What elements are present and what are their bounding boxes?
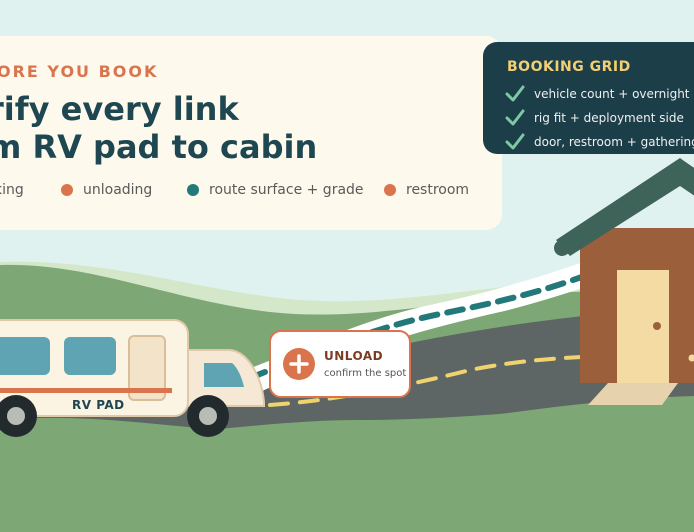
legend-label: unloading <box>83 182 153 198</box>
booking-grid-list: vehicle count + overnight s rig fit + de… <box>505 82 694 154</box>
cabin <box>554 158 694 405</box>
front-hill <box>0 396 694 532</box>
eyebrow-text: ORE YOU BOOK <box>0 62 159 81</box>
door-knob <box>653 322 661 330</box>
booking-grid-item-label: door, restroom + gathering <box>534 135 694 149</box>
legend-dot-icon <box>187 184 199 196</box>
road-dashes <box>268 354 602 407</box>
booking-grid-item-label: vehicle count + overnight s <box>534 87 694 101</box>
headline-line-1: rify every link <box>0 90 239 128</box>
cabin-marker <box>688 354 694 362</box>
legend-label: route surface + grade <box>209 182 364 198</box>
rv-hub-rear <box>7 407 25 425</box>
legend-label: king <box>0 182 24 198</box>
headline: rify every link m RV pad to cabin <box>0 90 317 166</box>
legend-item-route: route surface + grade <box>187 182 364 198</box>
hero-card <box>0 36 502 230</box>
list-item: vehicle count + overnight s <box>505 82 694 106</box>
legend-dot-icon <box>384 184 396 196</box>
list-item: rig fit + deployment side <box>505 106 694 130</box>
legend-dot-icon <box>61 184 73 196</box>
legend-item-parking: king <box>0 182 24 198</box>
check-icon <box>505 133 525 150</box>
rv <box>0 319 265 437</box>
rv-window-1 <box>0 337 50 375</box>
rv-pad-label: RV PAD <box>72 398 125 412</box>
legend-label: restroom <box>406 182 470 198</box>
legend: king unloading route surface + grade res… <box>0 182 500 202</box>
cabin-roof-edge <box>554 160 694 256</box>
rv-windshield <box>204 363 244 387</box>
rv-hub-front <box>199 407 217 425</box>
booking-grid-title: BOOKING GRID <box>507 59 631 75</box>
cabin-door <box>617 270 669 383</box>
legend-item-restroom: restroom <box>384 182 469 198</box>
rv-window-2 <box>64 337 116 375</box>
cabin-step <box>588 383 678 405</box>
callout-title: UNLOAD <box>324 349 384 363</box>
unload-callout: UNLOAD confirm the spot <box>269 330 411 398</box>
booking-grid-item-label: rig fit + deployment side <box>534 111 684 125</box>
list-item: door, restroom + gathering <box>505 130 694 154</box>
check-icon <box>505 109 525 126</box>
legend-item-unloading: unloading <box>61 182 152 198</box>
plus-circle-icon <box>283 348 315 380</box>
callout-subtitle: confirm the spot <box>324 368 407 379</box>
headline-line-2: m RV pad to cabin <box>0 128 318 166</box>
check-icon <box>505 85 525 102</box>
rv-stripe <box>0 388 172 393</box>
booking-grid-card <box>483 42 694 154</box>
rv-door <box>128 335 166 401</box>
